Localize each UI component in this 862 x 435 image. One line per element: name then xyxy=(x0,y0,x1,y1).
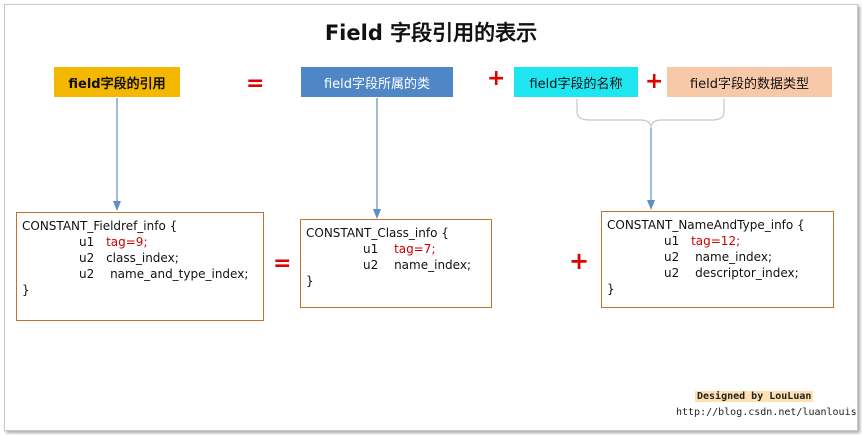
fieldref-line-2-field: class_index; xyxy=(106,251,179,265)
name-and-type-line-2-type: u2 xyxy=(664,250,680,264)
fieldref-line-2: u2 class_index; xyxy=(79,250,179,266)
class-line-1-type: u1 xyxy=(363,242,379,256)
name-label: field字段的名称 xyxy=(529,76,623,92)
fieldref-info-box: CONSTANT_Fieldref_info { u1 tag=9; u2 cl… xyxy=(16,212,264,321)
fieldref-info-close: } xyxy=(22,283,30,297)
fieldref-line-2-type: u2 xyxy=(79,251,95,265)
fieldref-line-3: u2 name_and_type_index; xyxy=(79,266,248,282)
name-and-type-line-3: u2 descriptor_index; xyxy=(664,265,799,281)
name-and-type-info-header: CONSTANT_NameAndType_info { xyxy=(607,218,805,232)
fieldref-line-1-type: u1 xyxy=(79,235,95,249)
fieldref-info-header: CONSTANT_Fieldref_info { xyxy=(22,219,178,233)
fieldref-tag: tag=9; xyxy=(106,235,148,249)
fieldref-label: field字段的引用 xyxy=(68,76,166,92)
class-line-2-type: u2 xyxy=(363,258,379,272)
name-and-type-info-close: } xyxy=(607,282,615,296)
class-line-2-field: name_index; xyxy=(394,258,471,272)
fieldref-label-box: field字段的引用 xyxy=(54,67,180,97)
credit-url: http://blog.csdn.net/luanlouis xyxy=(676,407,857,418)
class-info-close: } xyxy=(306,274,314,288)
fieldref-line-3-field: name_and_type_index; xyxy=(110,267,249,281)
class-label: field字段所属的类 xyxy=(323,76,431,92)
name-and-type-tag: tag=12; xyxy=(691,234,741,248)
name-and-type-info-box: CONSTANT_NameAndType_info { u1 tag=12; u… xyxy=(601,211,834,308)
name-and-type-line-2: u2 name_index; xyxy=(664,249,772,265)
plus-operator-bottom: + xyxy=(569,247,590,275)
type-label: field字段的数据类型 xyxy=(689,76,810,92)
name-and-type-line-3-field: descriptor_index; xyxy=(695,266,799,280)
type-label-box: field字段的数据类型 xyxy=(667,67,832,97)
equals-operator-top: = xyxy=(246,71,265,96)
plus-operator-top-1: + xyxy=(487,66,506,91)
name-and-type-line-2-field: name_index; xyxy=(695,250,772,264)
class-tag: tag=7; xyxy=(394,242,436,256)
brace-name-type xyxy=(576,99,725,129)
name-and-type-line-3-type: u2 xyxy=(664,266,680,280)
diagram-title: Field 字段引用的表示 xyxy=(324,21,538,45)
plus-operator-top-2: + xyxy=(645,69,664,94)
designed-by-credit: Designed by LouLuan xyxy=(695,391,814,402)
name-and-type-line-1-type: u1 xyxy=(664,234,680,248)
name-label-box: field字段的名称 xyxy=(514,67,638,97)
class-info-box: CONSTANT_Class_info { u1 tag=7; u2 name_… xyxy=(300,219,492,308)
class-line-1: u1 tag=7; xyxy=(363,241,436,257)
name-and-type-line-1: u1 tag=12; xyxy=(664,233,740,249)
fieldref-line-3-type: u2 xyxy=(79,267,95,281)
fieldref-line-1: u1 tag=9; xyxy=(79,234,148,250)
class-line-2: u2 name_index; xyxy=(363,257,471,273)
class-label-box: field字段所属的类 xyxy=(301,67,453,97)
equals-operator-bottom: = xyxy=(273,251,292,276)
class-info-header: CONSTANT_Class_info { xyxy=(306,226,449,240)
